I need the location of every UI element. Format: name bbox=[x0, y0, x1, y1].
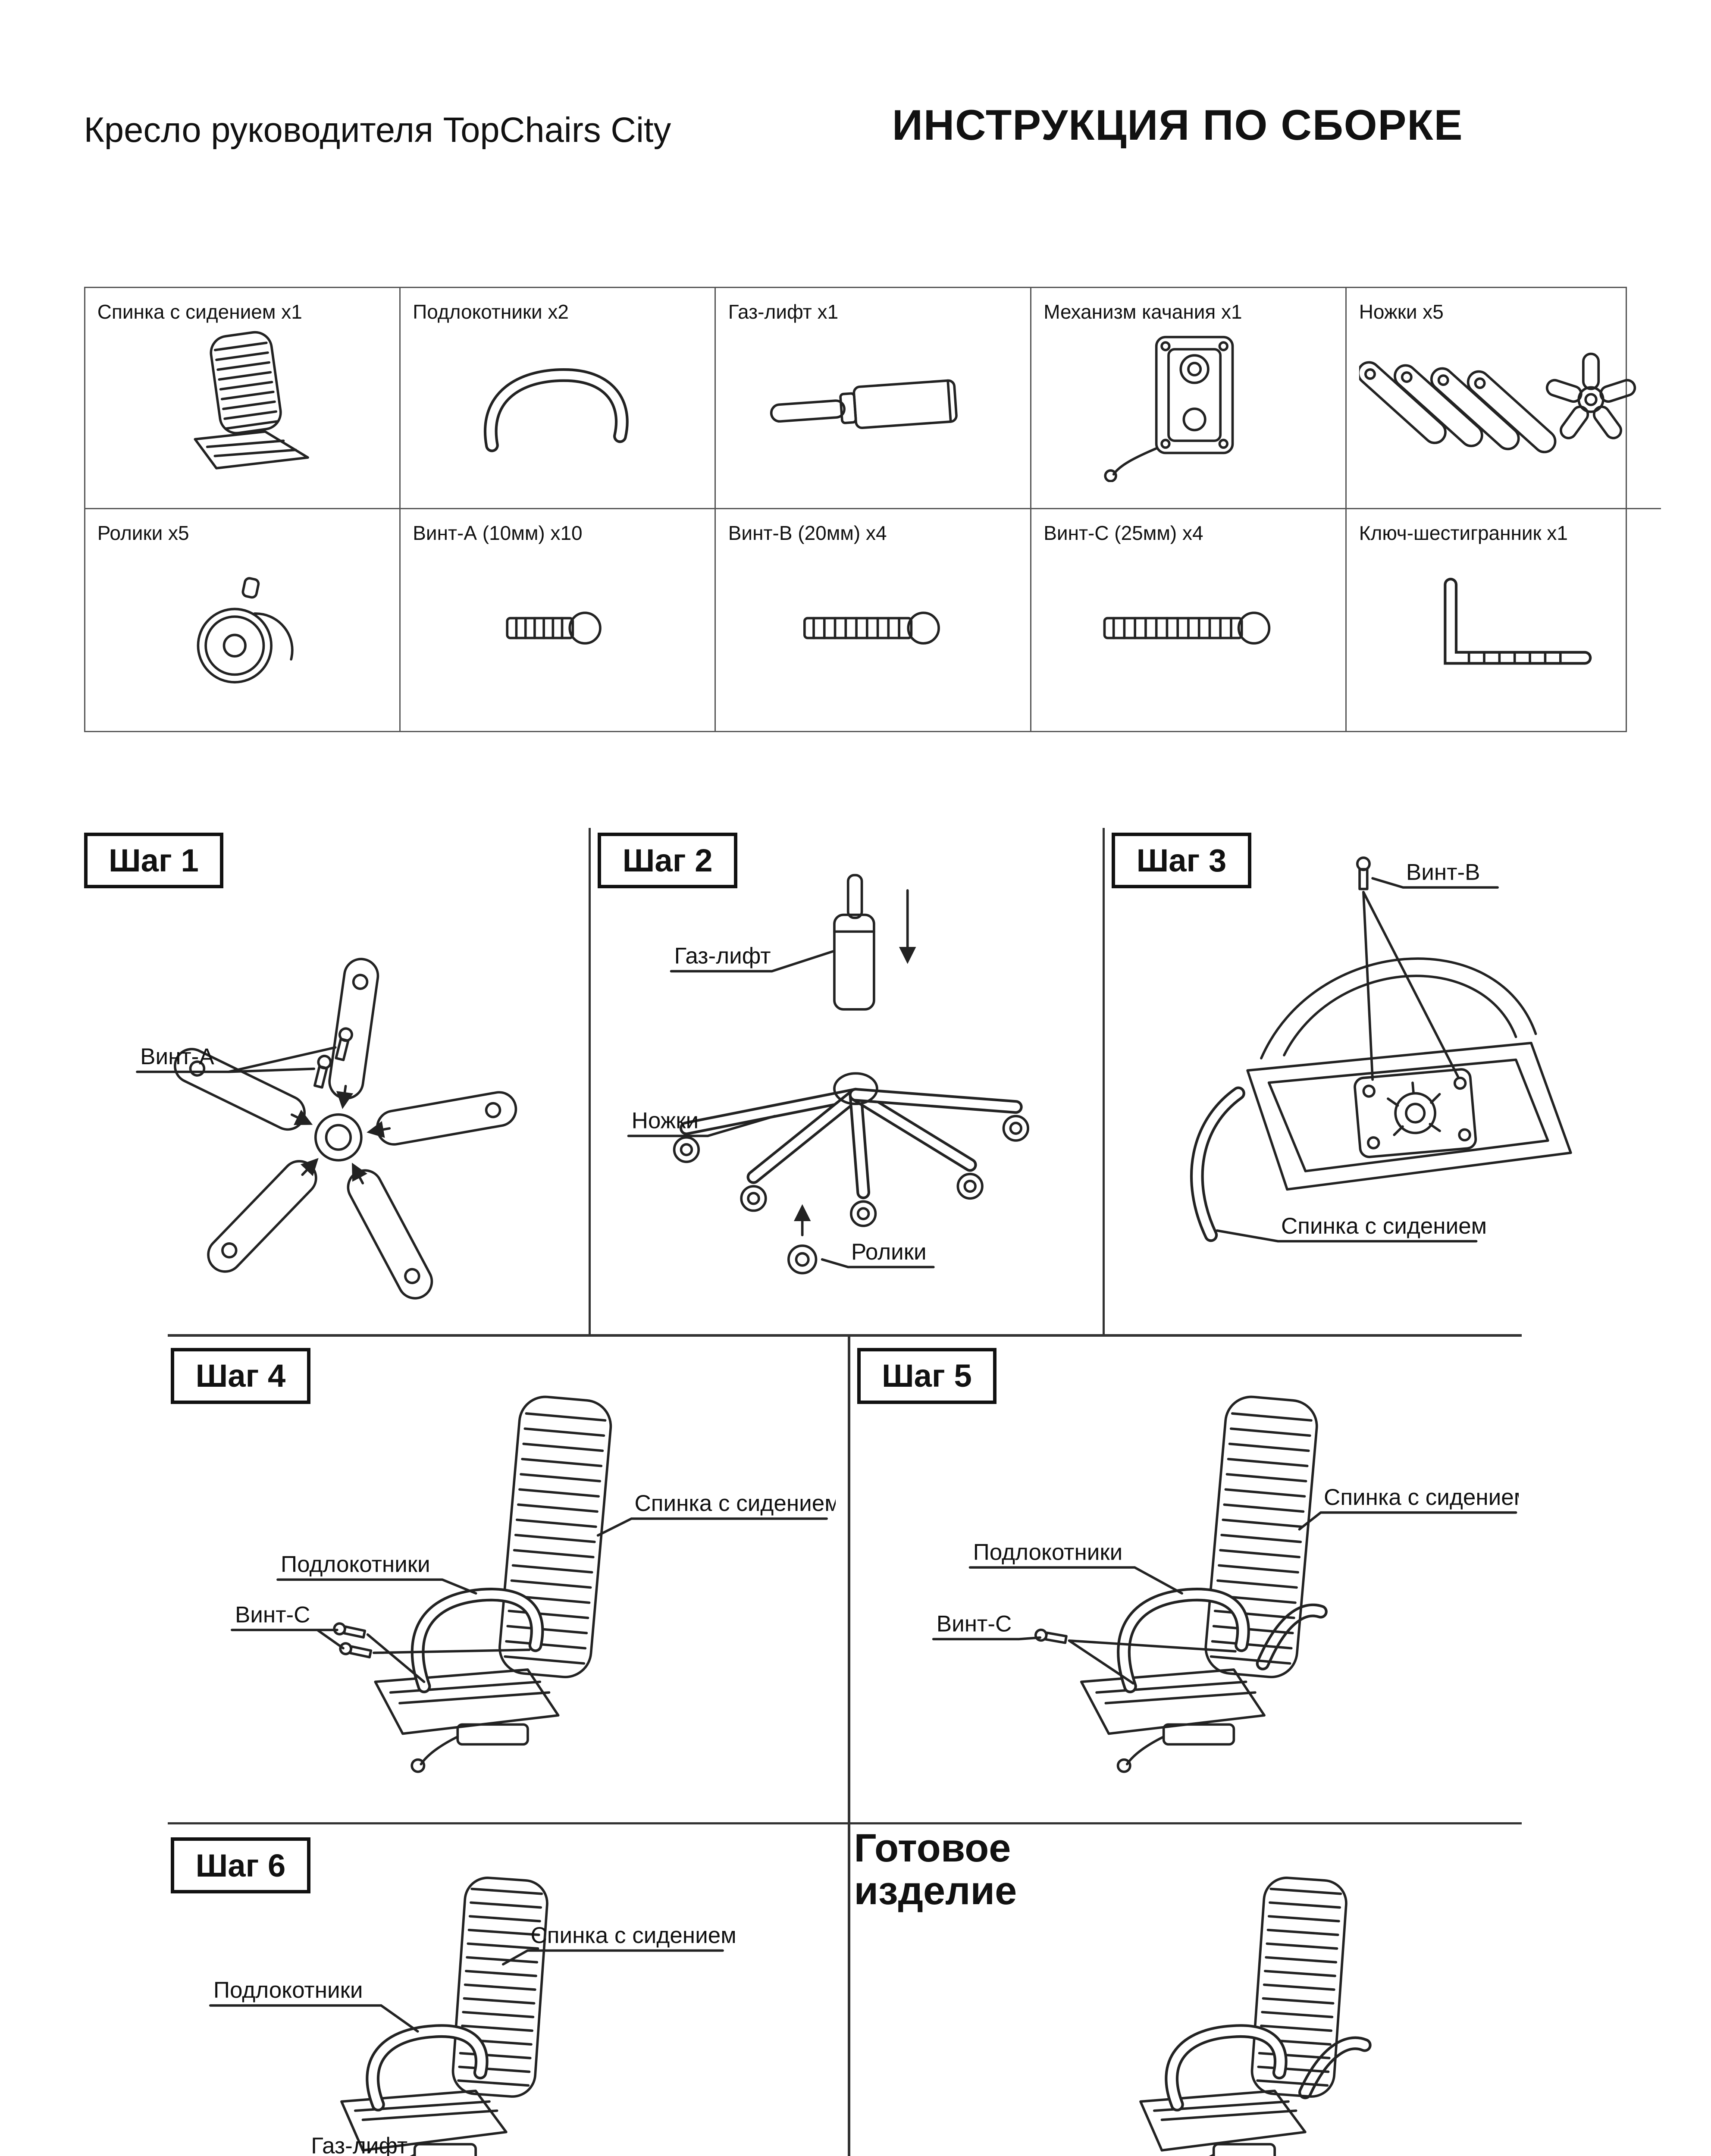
step1-drawing: Винт-А bbox=[136, 958, 517, 1300]
step3-seat-label: Спинка с сидением bbox=[1281, 1213, 1487, 1239]
doc-title: ИНСТРУКЦИЯ ПО СБОРКЕ bbox=[892, 101, 1463, 149]
step4-drawing: Спинка с сидением Подлокотники Винт-С bbox=[230, 1396, 836, 1774]
part-cell-hex-key: Ключ-шестигранник x1 bbox=[1347, 509, 1661, 730]
divider-steps-2-3 bbox=[1102, 828, 1105, 1335]
step2-title: Шаг 2 bbox=[598, 832, 738, 889]
part-cell-legs: Ножки x5 bbox=[1347, 288, 1661, 510]
part-cell-seat-back: Спинка с сидением x1 bbox=[85, 288, 401, 510]
part-cell-gas-lift: Газ-лифт x1 bbox=[716, 288, 1031, 510]
part-cell-screw-c: Винт-C (25мм) x4 bbox=[1031, 509, 1347, 731]
step6-armrests-label: Подлокотники bbox=[213, 1977, 363, 2003]
part-cell-tilt-mechanism: Механизм качания x1 bbox=[1031, 288, 1347, 510]
tilt-mechanism-drawing bbox=[1104, 336, 1234, 482]
screw-b-drawing bbox=[803, 611, 940, 645]
part-cell-armrests: Подлокотники x2 bbox=[400, 288, 716, 510]
step6-seat-label: Спинка с сидением bbox=[531, 1922, 736, 1948]
part-cell-screw-b: Винт-B (20мм) x4 bbox=[716, 509, 1031, 731]
screw-a-drawing bbox=[506, 611, 602, 645]
product-title: Кресло руководителя TopChairs City bbox=[84, 110, 671, 150]
step6-title: Шаг 6 bbox=[171, 1837, 310, 1893]
part-label: Ключ-шестигранник x1 bbox=[1359, 522, 1568, 545]
part-cell-casters: Ролики x5 bbox=[85, 509, 401, 731]
step2-drawing: Газ-лифт Ножки Ролики bbox=[627, 874, 1029, 1275]
step2-gaslift-label: Газ-лифт bbox=[674, 943, 771, 969]
step4-screw-label: Винт-С bbox=[235, 1602, 310, 1628]
divider-steps-center bbox=[848, 1334, 850, 2156]
final-product-title: Готовое изделие bbox=[854, 1826, 1017, 1913]
part-label: Винт-C (25мм) x4 bbox=[1044, 522, 1203, 545]
part-label: Газ-лифт x1 bbox=[728, 301, 839, 323]
part-label: Подлокотники x2 bbox=[413, 301, 569, 323]
final-product-drawing bbox=[1139, 1876, 1372, 2156]
divider-steps-1-2 bbox=[589, 828, 591, 1335]
part-label: Механизм качания x1 bbox=[1044, 301, 1242, 323]
part-cell-screw-a: Винт-А (10мм) x10 bbox=[401, 509, 716, 731]
part-label: Ножки x5 bbox=[1359, 301, 1444, 323]
seat-back-drawing bbox=[194, 331, 309, 470]
parts-table: Спинка с сидением x1 Подлокотники x2 bbox=[84, 286, 1661, 732]
step5-title: Шаг 5 bbox=[857, 1348, 997, 1404]
step4-seat-label: Спинка с сидением bbox=[634, 1491, 836, 1517]
step3-screw-label: Винт-B bbox=[1406, 860, 1480, 885]
part-label: Винт-А (10мм) x10 bbox=[413, 522, 583, 545]
part-label: Спинка с сидением x1 bbox=[97, 301, 302, 323]
screw-c-drawing bbox=[1103, 611, 1271, 645]
step4-armrests-label: Подлокотники bbox=[281, 1552, 430, 1577]
step5-screw-label: Винт-С bbox=[936, 1611, 1012, 1637]
part-label: Ролики x5 bbox=[97, 522, 189, 545]
legs-drawing bbox=[1359, 353, 1636, 454]
step6-gaslift-label: Газ-лифт bbox=[311, 2133, 407, 2156]
step5-armrests-label: Подлокотники bbox=[973, 1540, 1122, 1565]
divider-row-2-3 bbox=[168, 1822, 1522, 1825]
armrest-drawing bbox=[484, 368, 629, 452]
step3-drawing: Винт-B Спинка с сидением bbox=[1190, 856, 1572, 1243]
part-label: Винт-B (20мм) x4 bbox=[728, 522, 887, 545]
step1-title: Шаг 1 bbox=[84, 832, 224, 889]
divider-row-1-2 bbox=[168, 1334, 1522, 1337]
caster-drawing bbox=[197, 577, 294, 683]
step2-casters-label: Ролики bbox=[851, 1239, 926, 1265]
step4-title: Шаг 4 bbox=[171, 1348, 310, 1404]
step5-seat-label: Спинка с сидением bbox=[1324, 1485, 1519, 1510]
hex-key-drawing bbox=[1443, 577, 1592, 665]
step3-title: Шаг 3 bbox=[1112, 832, 1251, 889]
step1-screw-label: Винт-А bbox=[140, 1044, 214, 1069]
step6-drawing: Спинка с сидением Подлокотники Газ-лифт … bbox=[209, 1876, 736, 2156]
step2-legs-label: Ножки bbox=[631, 1108, 699, 1134]
gas-lift-drawing bbox=[770, 379, 958, 429]
step5-drawing: Спинка с сидением Подлокотники Винт-С bbox=[932, 1396, 1519, 1774]
